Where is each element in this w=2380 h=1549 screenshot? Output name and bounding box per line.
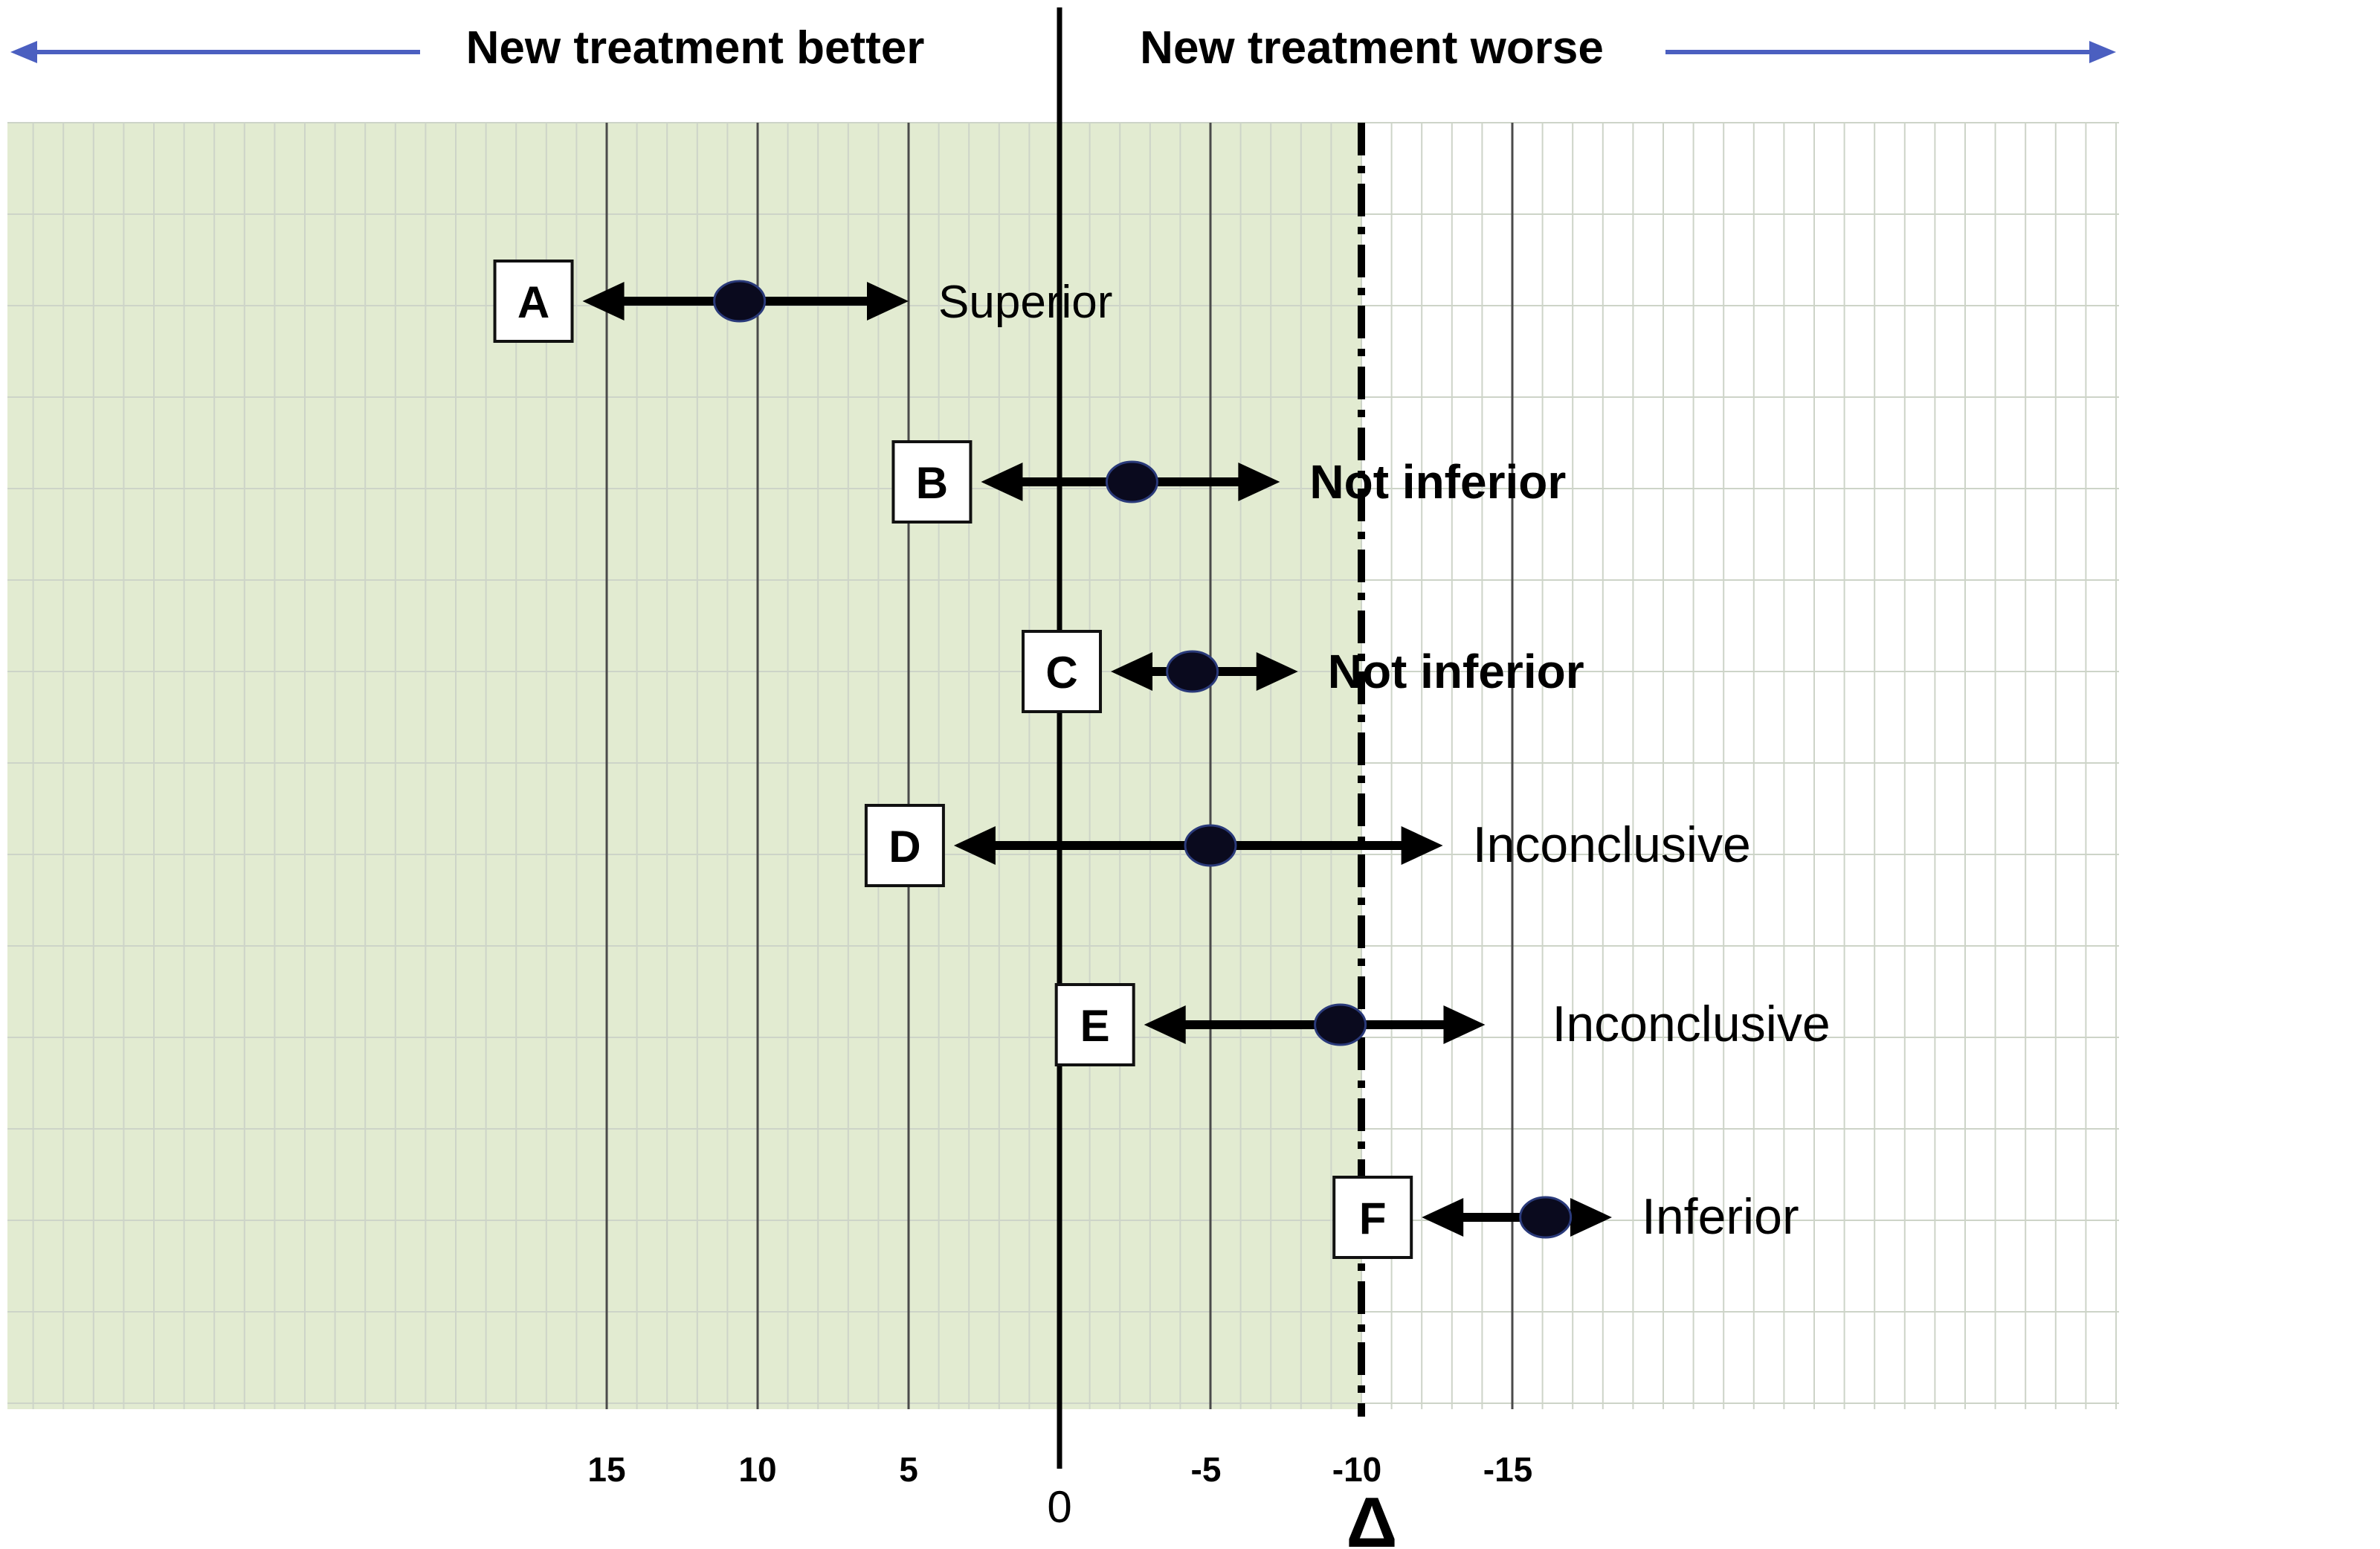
interval-id-box <box>891 440 973 524</box>
x-tick-label: -10 <box>1332 1450 1381 1489</box>
better-direction-label: New treatment better <box>466 22 925 74</box>
interval-a: A Superior <box>493 260 1112 343</box>
point-estimate <box>1314 1003 1367 1046</box>
interval-verdict-label: Inconclusive <box>1552 996 1830 1052</box>
interval-e: E Inconclusive <box>1054 983 1831 1066</box>
interval-id-label: B <box>916 458 948 508</box>
interval-verdict-label: Not inferior <box>1309 455 1566 509</box>
interval-id-box <box>1022 630 1103 713</box>
x-tick-label: 0 <box>1047 1482 1071 1532</box>
interval-id-label: E <box>1080 1001 1110 1051</box>
interval-d: D Inconclusive <box>864 804 1751 887</box>
interval-verdict-label: Superior <box>938 277 1112 328</box>
interval-c: C Not inferior <box>1022 630 1584 713</box>
interval-id-box <box>1054 983 1135 1066</box>
worse-direction-label: New treatment worse <box>1140 22 1604 74</box>
interval-b: B Not inferior <box>891 440 1566 524</box>
x-tick-label: 5 <box>899 1450 918 1489</box>
interval-upper-arrowhead <box>1401 826 1443 865</box>
point-estimate <box>1184 824 1237 867</box>
interval-verdict-label: Inferior <box>1642 1188 1799 1245</box>
interval-lower-arrowhead <box>953 826 996 865</box>
interval-id-label: C <box>1045 648 1077 698</box>
better-direction-arrowhead <box>10 41 37 63</box>
margin-delta-label: Δ <box>1347 1483 1398 1549</box>
interval-lower-arrowhead <box>582 282 625 321</box>
interval-f: F Inferior <box>1332 1176 1799 1259</box>
x-tick-label: 15 <box>587 1450 625 1489</box>
interval-lower-arrowhead <box>981 463 1023 501</box>
interval-id-label: A <box>517 277 549 327</box>
point-estimate <box>1519 1196 1573 1239</box>
interval-upper-arrowhead <box>1256 652 1298 691</box>
interval-upper-arrowhead <box>1570 1198 1612 1237</box>
interval-verdict-label: Not inferior <box>1328 645 1584 698</box>
worse-direction-arrowhead <box>2089 41 2116 63</box>
interval-id-box <box>493 260 574 343</box>
interval-lower-arrowhead <box>1144 1005 1186 1044</box>
favorable-region <box>7 123 1361 1409</box>
interval-upper-arrowhead <box>1238 463 1280 501</box>
direction-header: New treatment better New treatment worse <box>10 22 2116 74</box>
point-estimate <box>1105 460 1158 503</box>
major-grid <box>605 123 1514 1409</box>
interval-id-label: F <box>1359 1194 1387 1243</box>
interval-id-label: D <box>889 822 920 872</box>
interval-lower-arrowhead <box>1422 1198 1464 1237</box>
interval-verdict-label: Inconclusive <box>1473 817 1751 873</box>
x-tick-label: -15 <box>1483 1450 1532 1489</box>
x-tick-label: 10 <box>738 1450 776 1489</box>
interval-upper-arrowhead <box>867 282 909 321</box>
interval-upper-arrowhead <box>1443 1005 1486 1044</box>
point-estimate <box>713 280 767 323</box>
x-axis-tick-labels: 15 10 5 0 -5 -10 -15 <box>587 1450 1532 1532</box>
interval-lower-arrowhead <box>1111 652 1153 691</box>
interval-id-box <box>864 804 945 887</box>
point-estimate <box>1166 650 1219 693</box>
interval-id-box <box>1332 1176 1413 1259</box>
x-tick-label: -5 <box>1191 1450 1222 1489</box>
